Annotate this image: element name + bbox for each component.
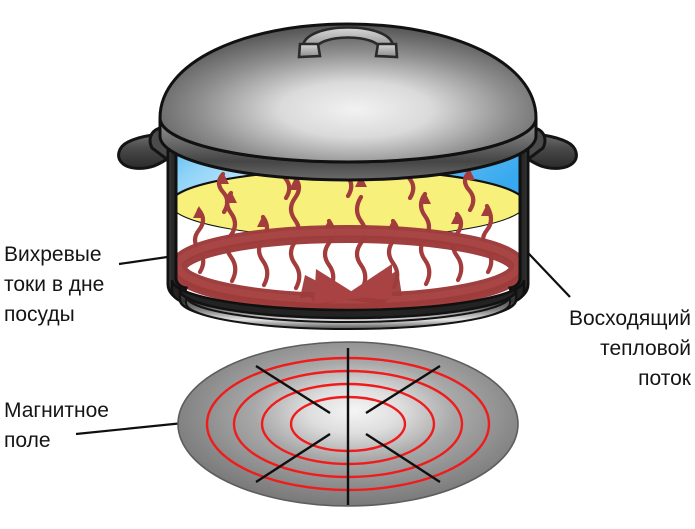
- magnetic-field-label: Магнитное поле: [4, 399, 109, 452]
- hob-radial-lines-top: [255, 348, 441, 505]
- heat-wave-arrow: [192, 207, 206, 275]
- hob-radial-line: [255, 432, 331, 484]
- pot-lid-handle-foot-left: [297, 42, 322, 59]
- pot-lid: [158, 22, 538, 164]
- arrow-head-icon: [419, 192, 431, 204]
- arrow-head-icon: [289, 178, 301, 190]
- arrow-head-icon: [481, 204, 493, 216]
- induction-hob: [177, 341, 519, 507]
- arrow-head-icon: [193, 206, 205, 218]
- eddy-current-ring: [169, 225, 527, 311]
- pot-lid-handle-foot-right: [374, 42, 399, 59]
- pot-wall-right: [508, 118, 530, 302]
- arrow-head-icon: [257, 215, 269, 227]
- arrow-head-icon: [217, 172, 229, 184]
- hob-radial-line: [365, 364, 441, 415]
- hob-radial-line: [255, 364, 331, 415]
- pot-wall-left: [166, 118, 188, 302]
- eddy-arrow-right-head-icon: [344, 264, 392, 300]
- arrow-head-icon: [451, 212, 463, 224]
- rising-heat-flow-label: Восходящий тепловой поток: [568, 307, 691, 390]
- arrow-head-icon: [463, 168, 475, 180]
- eddy-currents-label: Вихревые токи в дне посуды: [4, 243, 105, 326]
- heat-wave-arrow: [256, 214, 270, 288]
- pot-group: [117, 22, 578, 330]
- hob-radial-line: [365, 432, 441, 484]
- pot-base-bottom: [185, 295, 511, 330]
- arrow-head-icon: [225, 191, 237, 203]
